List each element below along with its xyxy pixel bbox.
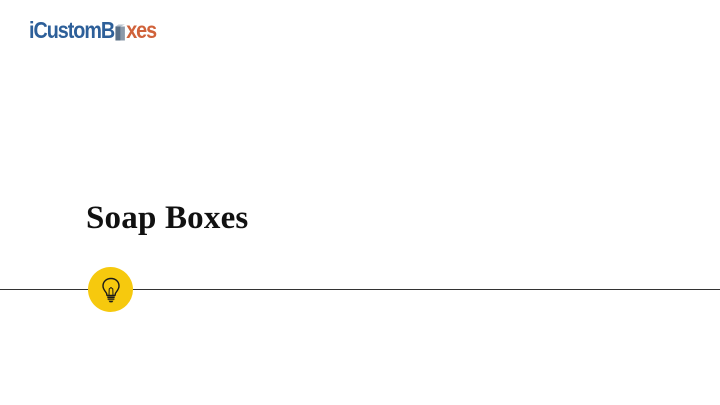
lightbulb-icon (101, 277, 120, 302)
logo-box-icon (115, 24, 125, 41)
brand-logo: iCustom B xes (29, 12, 157, 43)
logo-text-icustom: iCustom (29, 17, 102, 43)
lightbulb-badge (88, 267, 133, 312)
logo-text-b: B (100, 17, 115, 43)
slide-title: Soap Boxes (86, 200, 249, 236)
divider-line (0, 289, 720, 290)
logo-text-xes: xes (126, 17, 157, 43)
